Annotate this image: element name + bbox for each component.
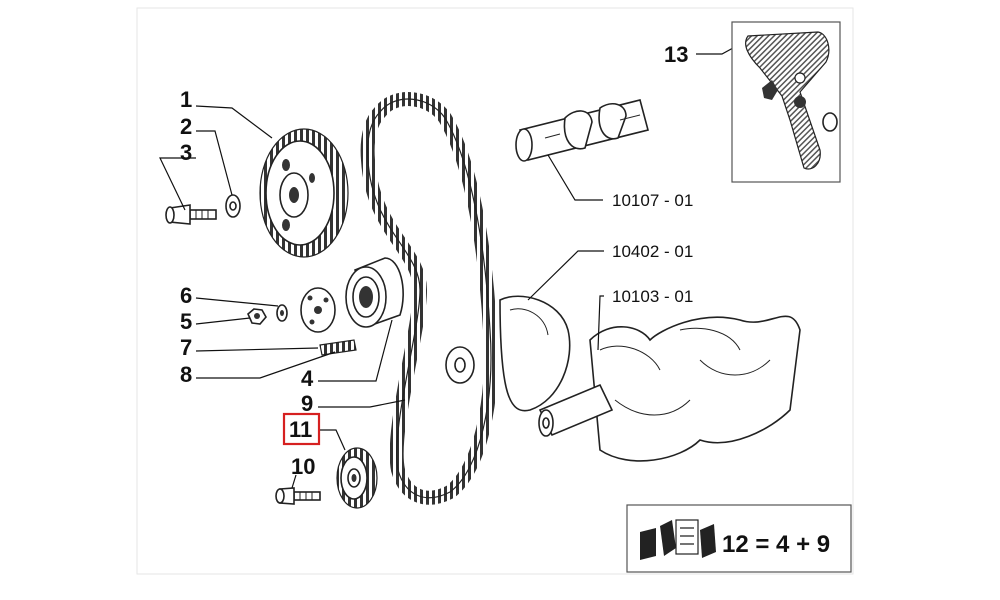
- kit-icon: [640, 519, 716, 560]
- tensioner-nut: [247, 308, 267, 325]
- diagram-frame: [136, 7, 854, 575]
- callout-1: 1: [180, 87, 192, 112]
- camshaft-pulley: [259, 128, 349, 258]
- inset-timing-cover: [731, 21, 841, 183]
- callout-3: 3: [180, 140, 192, 165]
- tensioner-bearing: [345, 257, 404, 328]
- crankshaft-bolt: [275, 487, 321, 505]
- callout-7: 7: [180, 335, 192, 360]
- pulley-bolt: [165, 204, 217, 225]
- timing-belt: [360, 92, 498, 505]
- kit-formula: 12 = 4 + 9: [722, 531, 830, 558]
- callout-8: 8: [180, 362, 192, 387]
- callout-4: 4: [301, 366, 314, 391]
- callout-9: 9: [301, 391, 313, 416]
- tensioner-washer: [276, 304, 288, 322]
- kit-box: 12 = 4 + 9: [626, 504, 852, 573]
- crankshaft-pulley: [336, 447, 378, 509]
- washer: [225, 194, 241, 218]
- camshaft: [515, 99, 649, 162]
- tensioner-hub: [300, 287, 336, 333]
- tensioner-stud: [319, 339, 357, 356]
- callout-6: 6: [180, 283, 192, 308]
- callout-2: 2: [180, 114, 192, 139]
- ref-10402-01: 10402 - 01: [612, 242, 693, 261]
- leader-lines: [159, 41, 745, 489]
- ref-10103-01: 10103 - 01: [612, 287, 693, 306]
- callout-10: 10: [291, 454, 315, 479]
- callout-13: 13: [664, 42, 688, 67]
- crankshaft: [538, 315, 801, 462]
- callout-5: 5: [180, 309, 192, 334]
- callout-11: 11: [289, 417, 312, 442]
- ref-10107-01: 10107 - 01: [612, 191, 693, 210]
- engine-block: [445, 295, 571, 412]
- highlight-box-11: [282, 412, 321, 446]
